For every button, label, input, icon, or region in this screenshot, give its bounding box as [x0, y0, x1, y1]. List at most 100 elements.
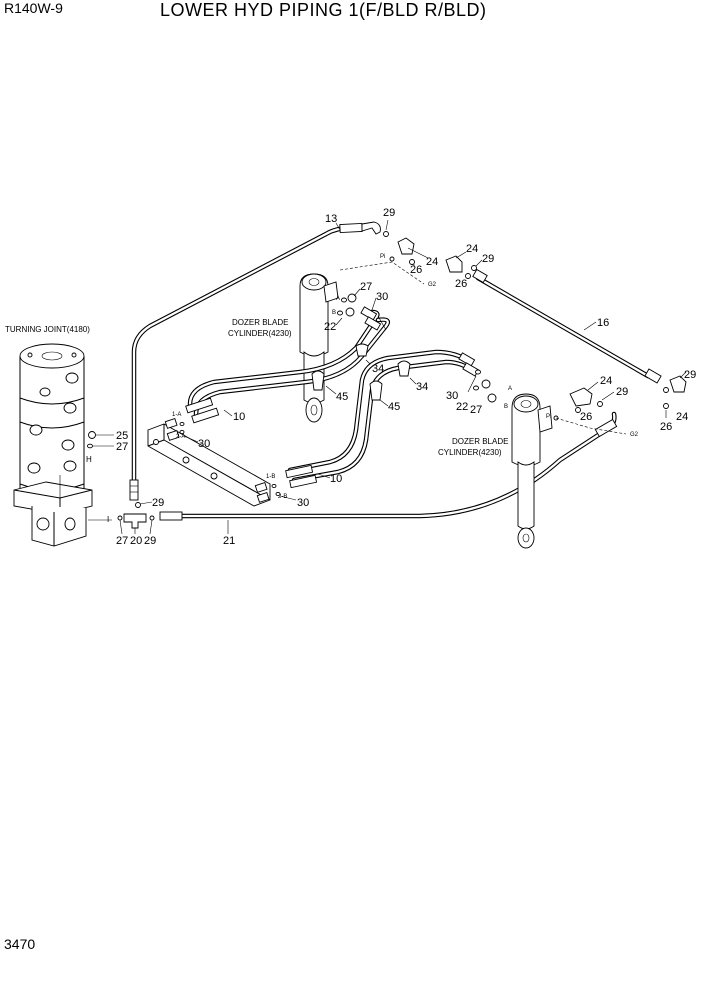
clamp-34a — [355, 343, 369, 357]
model-code: R140W-9 — [4, 0, 63, 16]
callout-29a: 29 — [383, 207, 395, 219]
cyl-right-label-1: DOZER BLADE — [452, 437, 508, 446]
oring-29a — [383, 231, 389, 237]
callout-22a: 22 — [324, 321, 336, 333]
clamp-34b — [397, 360, 411, 377]
port-pi-right: Pi — [546, 414, 551, 420]
elbow-24d — [669, 375, 687, 393]
callout-22b: 22 — [456, 401, 468, 413]
callout-29f: 29 — [684, 369, 696, 381]
callout-34a: 34 — [372, 363, 384, 375]
callout-27: 27 — [116, 441, 128, 453]
turning-joint: H I — [13, 343, 112, 547]
oring-29f — [663, 387, 669, 393]
adapter-27d — [487, 393, 497, 403]
port-pi-left: Pi — [380, 254, 385, 260]
callout-24b: 24 — [466, 243, 478, 255]
callout-45a: 45 — [336, 391, 348, 403]
oring-26c — [575, 407, 581, 413]
oring-1b — [271, 483, 277, 489]
oring-2b — [275, 491, 281, 497]
callout-10b: 10 — [330, 473, 342, 485]
callout-21: 21 — [223, 535, 235, 547]
callout-24a: 24 — [426, 256, 438, 268]
hose-16 — [472, 268, 662, 384]
dozer-cylinder-left — [299, 273, 339, 423]
callout-30b: 30 — [198, 438, 210, 450]
callout-27c: 27 — [116, 535, 128, 547]
port-1b: 1-B — [266, 474, 275, 480]
callout-24c: 24 — [600, 375, 612, 387]
callout-24d: 24 — [676, 411, 688, 423]
callout-29c: 29 — [152, 497, 164, 509]
oring-26d — [663, 403, 669, 409]
oring-b-left — [337, 310, 343, 316]
oring-27 — [87, 443, 93, 449]
callout-26b: 26 — [455, 278, 467, 290]
port-a-right: A — [508, 386, 512, 392]
port-2b: 2-B — [278, 494, 287, 500]
adapter-22b — [481, 379, 491, 389]
callout-10a: 10 — [233, 411, 245, 423]
port-a-left: A — [336, 296, 340, 302]
oring-1a — [179, 421, 185, 427]
callout-34b: 34 — [416, 381, 428, 393]
hose-10-lower — [285, 349, 480, 489]
callout-20: 20 — [130, 535, 142, 547]
port-g2-right: G2 — [630, 432, 639, 438]
turning-joint-label: TURNING JOINT(4180) — [5, 325, 90, 334]
callout-26a: 26 — [410, 264, 422, 276]
callout-16: 16 — [597, 317, 609, 329]
cyl-left-label-2: CYLINDER(4230) — [228, 329, 292, 338]
callout-26c: 26 — [580, 411, 592, 423]
adapter-b-left — [345, 307, 355, 317]
oring-26a — [409, 259, 415, 265]
page-title: LOWER HYD PIPING 1(F/BLD R/BLD) — [160, 0, 487, 20]
oring-27a — [341, 297, 347, 303]
callout-29e: 29 — [616, 386, 628, 398]
cyl-right-label-2: CYLINDER(4230) — [438, 448, 502, 457]
callout-29d: 29 — [144, 535, 156, 547]
oring-29e — [597, 401, 603, 407]
callout-27a: 27 — [360, 281, 372, 293]
dozer-cylinder-right — [511, 393, 553, 549]
elbow-24c — [569, 387, 593, 407]
tee-20 — [123, 513, 147, 529]
elbow-24b — [445, 255, 463, 273]
port-label-h: H — [86, 455, 92, 464]
distribution-block — [147, 418, 271, 507]
clamp-45a — [311, 370, 325, 391]
callout-30c: 30 — [297, 497, 309, 509]
callout-26d: 26 — [660, 421, 672, 433]
hose-21 — [159, 411, 618, 521]
oring-26b — [465, 273, 471, 279]
cyl-left-label-1: DOZER BLADE — [232, 318, 288, 327]
callout-27d: 27 — [470, 404, 482, 416]
port-1a: 1-A — [172, 412, 181, 418]
fitting-25 — [88, 431, 96, 439]
hose-13 — [129, 221, 381, 501]
oring-29c — [135, 502, 141, 508]
oring-29b — [471, 265, 477, 271]
oring-30d — [475, 369, 481, 375]
clamp-45b — [369, 380, 383, 401]
oring-22b — [473, 385, 479, 391]
callout-30d: 30 — [446, 390, 458, 402]
callout-29b: 29 — [482, 253, 494, 265]
plug-pi-left — [389, 256, 395, 262]
callout-45b: 45 — [388, 401, 400, 413]
port-g2-left: G2 — [428, 282, 437, 288]
port-2a: 2-A — [176, 434, 185, 440]
callout-30a: 30 — [376, 291, 388, 303]
callout-13: 13 — [325, 213, 337, 225]
oring-29d — [149, 515, 155, 521]
callout-25: 25 — [116, 430, 128, 442]
port-b-left: B — [332, 310, 336, 316]
page-number: 3470 — [4, 936, 36, 952]
port-label-i: I — [107, 515, 109, 524]
port-b-right: B — [504, 404, 508, 410]
oring-2a — [179, 429, 185, 435]
elbow-24a — [397, 237, 415, 255]
hose-10-upper — [185, 306, 390, 424]
